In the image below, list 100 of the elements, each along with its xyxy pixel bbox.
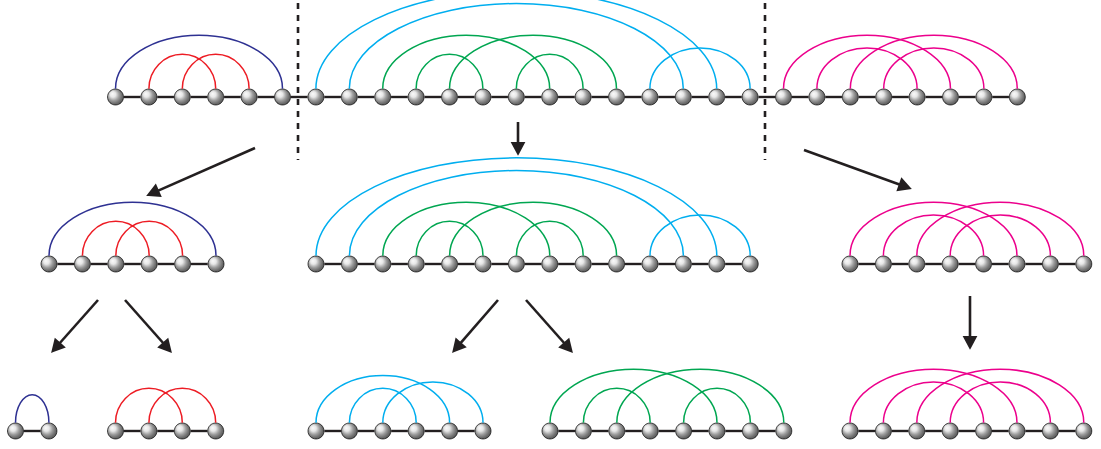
bead-circle xyxy=(775,88,792,106)
arc xyxy=(348,2,685,90)
arc xyxy=(415,220,484,257)
bead-circle xyxy=(374,422,392,440)
backbone-line xyxy=(891,429,909,433)
backbone-line xyxy=(424,95,442,99)
bead-circle xyxy=(441,422,458,440)
arc xyxy=(515,220,584,257)
backbone-line xyxy=(558,95,575,99)
arc xyxy=(348,169,685,257)
bead-circle xyxy=(7,422,24,440)
backbone-line xyxy=(958,429,976,433)
bead-circle xyxy=(975,422,992,440)
bead-circle xyxy=(1042,255,1059,273)
bead-circle xyxy=(541,255,559,273)
arc xyxy=(582,387,651,424)
bead-circle xyxy=(775,422,793,440)
backbone-line xyxy=(925,262,942,266)
arc xyxy=(14,393,50,424)
bead-circle xyxy=(174,255,191,273)
bead-circle xyxy=(140,255,158,273)
arc xyxy=(348,387,417,424)
bead-circle xyxy=(207,255,225,273)
arc xyxy=(315,374,451,424)
bead-circle xyxy=(875,255,892,273)
backbone-line xyxy=(1025,262,1043,266)
arc xyxy=(649,47,751,90)
bead-circle xyxy=(40,422,58,440)
backbone-line xyxy=(691,95,709,99)
backbone-line xyxy=(123,95,141,99)
backbone-line xyxy=(524,95,542,99)
bead-circle xyxy=(1008,255,1026,273)
bead-circle xyxy=(742,422,759,440)
bead-circle xyxy=(975,255,992,273)
arc xyxy=(148,387,217,424)
bead-circle xyxy=(441,88,458,106)
bead-circle xyxy=(841,88,859,106)
bead-circle xyxy=(107,255,125,273)
backbone-line xyxy=(658,429,676,433)
bead-circle xyxy=(307,255,325,273)
bead-circle xyxy=(1008,422,1026,440)
backbone-line xyxy=(825,95,842,99)
bead-circle xyxy=(374,255,392,273)
backbone-line xyxy=(391,262,408,266)
backbone-line xyxy=(391,95,408,99)
bead-circle xyxy=(107,88,124,106)
backbone-line xyxy=(558,262,575,266)
backbone-line xyxy=(257,95,275,99)
arc xyxy=(549,368,718,424)
backbone-line xyxy=(391,429,408,433)
bead-circle xyxy=(507,88,525,106)
bead-circle xyxy=(708,255,726,273)
arc xyxy=(448,201,618,257)
backbone-line xyxy=(758,429,776,433)
bead-circle xyxy=(641,88,659,106)
backbone-line xyxy=(157,262,175,266)
bead-circle xyxy=(173,88,191,106)
bead-circle xyxy=(908,422,926,440)
bead-circle xyxy=(908,255,926,273)
bead-circle xyxy=(875,422,892,440)
backbone-line xyxy=(1058,429,1076,433)
backbone-line xyxy=(123,429,141,433)
bead-circle xyxy=(474,255,492,273)
arc xyxy=(916,368,1085,424)
arc xyxy=(882,47,985,90)
backbone-line xyxy=(424,429,442,433)
backbone-line xyxy=(691,262,709,266)
arc xyxy=(448,34,618,90)
arc xyxy=(48,201,217,257)
bead-circle xyxy=(675,422,692,440)
bead-circle xyxy=(875,88,893,106)
backbone-line xyxy=(991,429,1009,433)
arc xyxy=(515,53,584,90)
backbone-line xyxy=(357,262,375,266)
bead-circle xyxy=(942,88,959,106)
arc xyxy=(816,47,918,90)
backbone-line xyxy=(891,262,909,266)
bead-circle xyxy=(240,88,258,106)
arc xyxy=(882,381,985,424)
backbone-line xyxy=(324,429,342,433)
bead-circle xyxy=(441,255,458,273)
arc xyxy=(616,368,785,424)
backbone-line xyxy=(524,262,542,266)
bead-circle xyxy=(274,88,291,106)
backbone-line xyxy=(23,429,41,433)
arc xyxy=(81,220,150,257)
arc xyxy=(649,214,751,257)
bead-circle xyxy=(40,255,58,273)
backbone-line xyxy=(124,262,141,266)
bead-circle xyxy=(1075,255,1093,273)
backbone-line xyxy=(992,95,1009,99)
bead-circle xyxy=(340,88,358,106)
arc xyxy=(315,157,718,257)
bead-circle xyxy=(1042,422,1059,440)
backbone-line xyxy=(457,262,475,266)
bead-circle xyxy=(173,422,191,440)
bead-circle xyxy=(741,255,759,273)
arc xyxy=(114,387,184,424)
backbone-line xyxy=(457,429,475,433)
arc xyxy=(315,0,718,90)
